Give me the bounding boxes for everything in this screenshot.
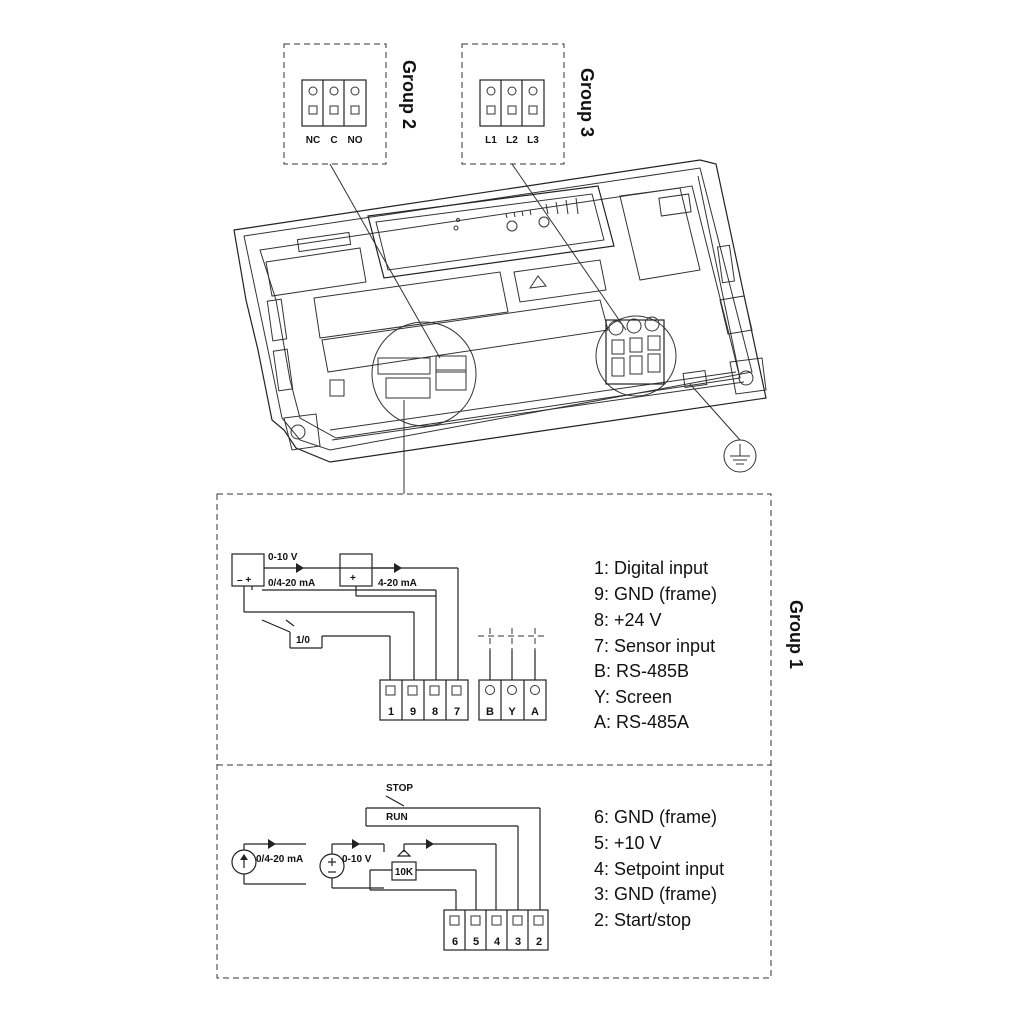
- group3-title: Group 3: [577, 68, 597, 137]
- group1-lower-wiring: 0/4-20 mA 0-10 V: [231, 795, 549, 951]
- voltage-source-label: 0-10 V: [342, 854, 372, 865]
- source1-label-voltage: 0-10 V: [268, 552, 298, 563]
- group3-box: L1 L2 L3 Group 3: [461, 43, 597, 165]
- terminal-y: Y: [508, 706, 516, 718]
- terminal-a: A: [531, 706, 539, 718]
- legend-item: 7: Sensor input: [594, 636, 715, 656]
- group3-terminal-l3: L3: [527, 135, 539, 146]
- source2-polarity: +: [350, 573, 356, 584]
- legend-item: 2: Start/stop: [594, 910, 691, 930]
- group1-title: Group 1: [786, 600, 806, 669]
- switch-label: 1/0: [296, 635, 310, 646]
- legend-item: 9: GND (frame): [594, 584, 717, 604]
- terminal-1: 1: [388, 706, 394, 718]
- stop-label: STOP: [386, 783, 413, 794]
- legend-item: Y: Screen: [594, 687, 672, 707]
- terminal-7: 7: [454, 706, 460, 718]
- legend-item: 1: Digital input: [594, 558, 708, 578]
- legend-item: 4: Setpoint input: [594, 859, 724, 879]
- group2-terminal-no: NO: [348, 135, 363, 146]
- group1-upper-wiring: – + 0-10 V 0/4-20 mA 1/0 + 4-20 mA: [231, 552, 547, 721]
- terminal-5: 5: [473, 936, 479, 948]
- run-label: RUN: [386, 812, 408, 823]
- legend-item: 5: +10 V: [594, 833, 662, 853]
- group2-terminal-c: C: [330, 135, 337, 146]
- terminal-8: 8: [432, 706, 438, 718]
- legend-item: B: RS-485B: [594, 661, 689, 681]
- legend-item: 6: GND (frame): [594, 807, 717, 827]
- terminal-2: 2: [536, 936, 542, 948]
- upper-legend: 1: Digital input 9: GND (frame) 8: +24 V…: [594, 558, 717, 732]
- group2-box: NC C NO Group 2: [283, 43, 419, 165]
- lower-legend: 6: GND (frame) 5: +10 V 4: Setpoint inpu…: [594, 807, 724, 930]
- terminal-3: 3: [515, 936, 521, 948]
- group1-box: [216, 493, 772, 979]
- terminal-6: 6: [452, 936, 458, 948]
- potentiometer-label: 10K: [395, 867, 414, 878]
- source1-polarity: – +: [237, 575, 251, 586]
- ground-symbol-icon: [723, 439, 757, 473]
- legend-item: 8: +24 V: [594, 610, 662, 630]
- group3-terminal-l1: L1: [485, 135, 497, 146]
- device-housing-drawing: [233, 159, 767, 463]
- group3-terminal-l2: L2: [506, 135, 518, 146]
- terminal-4: 4: [494, 936, 501, 948]
- current-source-label: 0/4-20 mA: [256, 854, 303, 865]
- source1-label-current: 0/4-20 mA: [268, 578, 315, 589]
- terminal-b: B: [486, 706, 494, 718]
- legend-item: 3: GND (frame): [594, 884, 717, 904]
- ground-leader-line: [689, 383, 741, 441]
- group2-terminal-nc: NC: [306, 135, 320, 146]
- group3-leader-line: [511, 163, 627, 331]
- group2-title: Group 2: [399, 60, 419, 129]
- source2-label: 4-20 mA: [378, 578, 417, 589]
- terminal-9: 9: [410, 706, 416, 718]
- legend-item: A: RS-485A: [594, 712, 689, 732]
